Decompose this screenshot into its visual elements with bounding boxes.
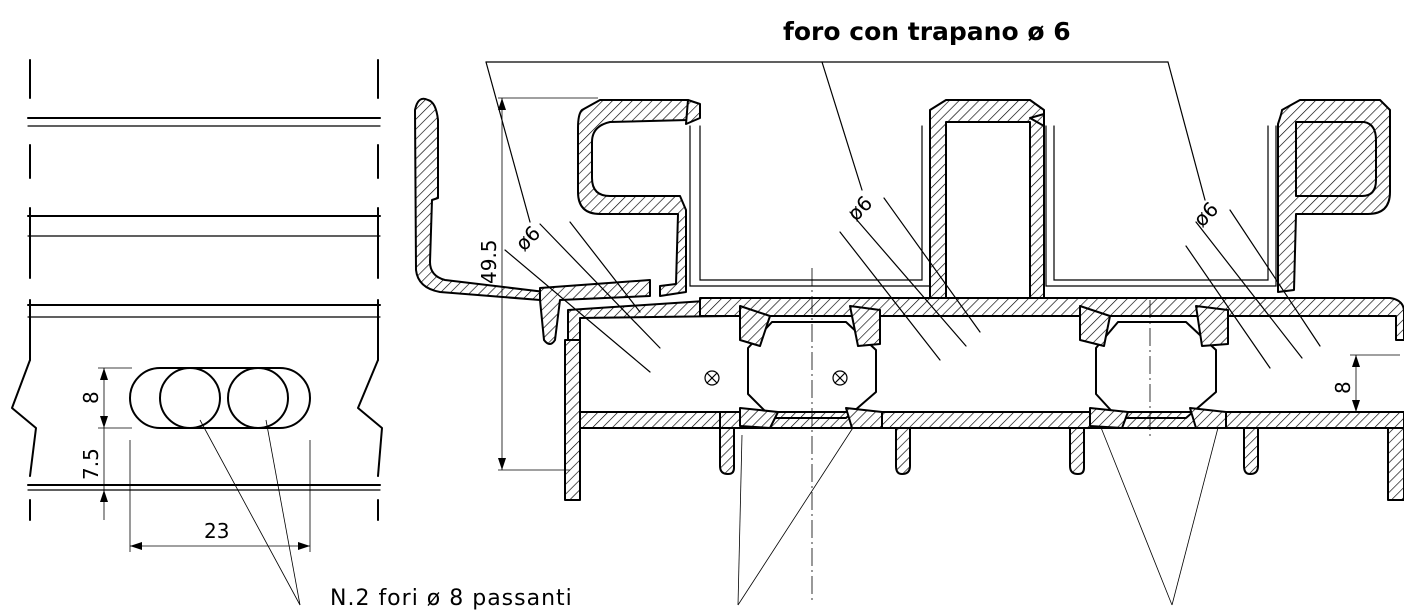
drill-axis-b [839,197,981,361]
dim-slot-length: 23 [204,519,229,543]
side-view: 8 7.5 23 [11,59,383,606]
drill-title: foro con trapano ø 6 [783,17,1071,46]
dim-hole-b: ø6 [843,191,878,226]
dim-right-offset: 8 [1331,381,1355,394]
drill-axis-c [1185,209,1321,369]
hole-left [159,367,221,429]
slots-note: N.2 fori ø 8 passanti [330,586,573,611]
cross-marker-center [832,370,848,386]
dim-height-total: 49.5 [477,239,501,284]
slot-outline [129,367,311,429]
dim-slot-height: 8 [79,391,103,404]
dim-slot-offset: 7.5 [79,448,103,480]
hole-right [227,367,289,429]
drill-axis-a [504,221,661,373]
cross-marker-left [704,370,720,386]
profile-section: ø6 ø6 ø6 49.5 8 [414,61,1404,600]
dim-hole-c: ø6 [1189,197,1224,232]
dim-hole-a: ø6 [511,221,546,256]
